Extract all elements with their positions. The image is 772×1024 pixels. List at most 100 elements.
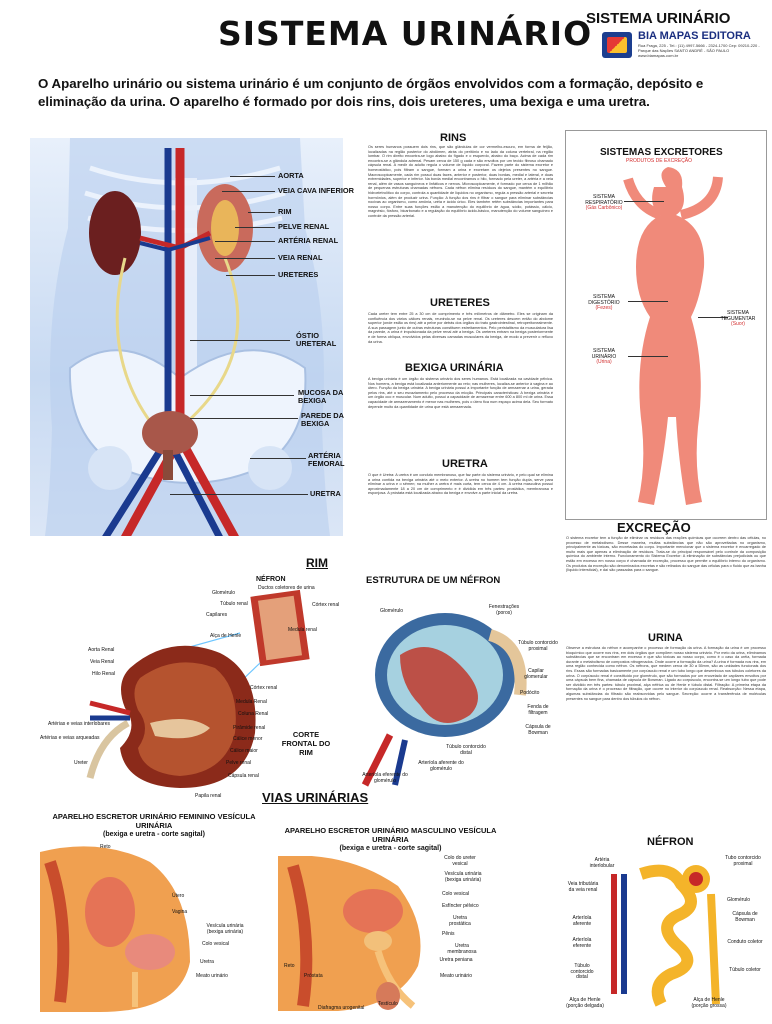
digestorio-name: SISTEMA DIGESTÓRIO <box>588 294 620 306</box>
estrutura-label: Arteríola eferente do glomérulo <box>362 772 408 784</box>
leader-line <box>215 241 275 242</box>
nefron-label: Cápsula de Bowman <box>732 911 758 923</box>
digestorio-prod: (Fezes) <box>595 305 613 311</box>
urina-text: Observe a estrutura do néfron e acompanh… <box>566 646 766 701</box>
estrutura-label: Arteríola aferente do glomérulo <box>418 760 464 772</box>
ureteres-heading: URETERES <box>430 297 490 309</box>
masc-label: Uretra membranosa <box>447 943 477 955</box>
respiratorio-prod: (Gás Carbônico) <box>585 205 623 211</box>
masc-label: Diafragma urogenital <box>318 1005 365 1011</box>
leader-line <box>190 340 290 341</box>
urinario-prod: (Urina) <box>596 359 612 365</box>
kidney-right-label: Cálice menor <box>233 736 263 742</box>
leader-line <box>226 275 275 276</box>
leader-line <box>698 317 728 318</box>
estrutura-label: Cápsula de Bowman <box>525 724 551 736</box>
nefron-top-label: Glomérulo <box>212 590 236 596</box>
uretra-text: O que é Uretra: A uretra é um conduto me… <box>368 473 553 496</box>
nefron-label: Arteríola aferente <box>572 915 592 927</box>
leader-line <box>190 418 298 419</box>
label-ureteres: URETERES <box>278 270 319 279</box>
fem-label: Útero <box>172 893 185 899</box>
fem-label: Colo vesical <box>202 941 229 947</box>
publisher-site: www.biamapas.com.br <box>638 53 679 58</box>
publisher-box: SISTEMA URINÁRIO BIA MAPAS EDITORA Rua F… <box>586 10 766 72</box>
excretores-title: SISTEMAS EXCRETORES <box>600 147 723 158</box>
fem-label: Meato urinário <box>196 973 228 979</box>
excretores-subtitle: PRODUTOS DE EXCREÇÃO <box>626 158 693 164</box>
page-title: SISTEMA URINÁRIO <box>218 14 593 53</box>
leader-line <box>235 227 275 228</box>
masc-label: Pênis <box>442 931 455 937</box>
estrutura-label: Fenestrações (poros) <box>488 604 520 616</box>
masc-subtitle: (bexiga e uretra - corte sagital) <box>339 845 442 852</box>
tegumentar-name: SISTEMA TEGUMENTAR <box>720 310 756 322</box>
anatomy-illustration <box>30 138 343 541</box>
leader-line <box>250 458 306 459</box>
rins-heading: RINS <box>440 132 467 144</box>
excrecao-heading: EXCREÇÃO <box>617 520 691 535</box>
publisher-name: BIA MAPAS EDITORA <box>638 30 751 42</box>
kidney-right-label: Coluna Renal <box>238 711 269 717</box>
respiratorio-label: SISTEMA RESPIRATÓRIO(Gás Carbônico) <box>582 194 626 212</box>
ureteres-text: Cada ureter tem entre 25 a 30 cm de comp… <box>368 312 553 344</box>
masc-label: Colo do ureter vesical <box>444 855 476 867</box>
rim-title: RIM <box>306 556 328 570</box>
kidney-left-label: Artérias e veias arqueadas <box>40 735 100 741</box>
fem-label: Vesícula urinária (bexiga urinária) <box>206 923 244 935</box>
fem-label: Uretra <box>200 959 214 965</box>
kidney-svg <box>86 589 310 788</box>
urinario-label: SISTEMA URINÁRIO(Urina) <box>582 348 626 366</box>
excretores-panel: SISTEMAS EXCRETORES PRODUTOS DE EXCREÇÃO… <box>565 130 767 520</box>
male-pelvis-svg <box>278 856 421 1011</box>
estrutura-label: Podócito <box>520 690 540 696</box>
kidney-right-label: Cálice maior <box>230 748 258 754</box>
nefron-label: NÉFRON <box>256 576 286 583</box>
nephron-svg <box>611 864 720 1007</box>
nefron-top-label: Ductos coletores de urina <box>258 585 315 591</box>
body-svg <box>45 138 330 541</box>
label-parede: PAREDE DA BEXIGA <box>301 411 344 428</box>
estrutura-label: Fenda de filtragem <box>527 704 549 716</box>
kidney-right-label: Medula Renal <box>236 699 267 705</box>
kidney-right-label: Cápsula renal <box>228 773 259 779</box>
corte-frontal-label: CORTE FRONTAL DO RIM <box>281 730 331 757</box>
nefron-title: NÉFRON <box>647 836 694 848</box>
kidney-left-label: Hilo Renal <box>92 671 116 677</box>
digestorio-label: SISTEMA DIGESTÓRIO(Fezes) <box>582 294 626 312</box>
nefron-label: Veia tributária da veia renal <box>567 881 599 893</box>
rins-text: Os seres humanos possuem dois rins, que … <box>368 145 553 218</box>
nefron-label: Túbulo contorcido distal <box>570 963 594 980</box>
masc-label: Meato urinário <box>440 973 472 979</box>
label-arteria-femoral: ARTÉRIA FEMORAL <box>308 451 345 468</box>
respiratorio-name: SISTEMA RESPIRATÓRIO <box>585 194 623 206</box>
masc-label: Próstata <box>304 973 323 979</box>
kidney-right-label: Pirâmide renal <box>233 725 266 731</box>
leader-line <box>190 395 294 396</box>
vias-masculino-panel: APARELHO ESCRETOR URINÁRIO MASCULINO VES… <box>278 826 503 1016</box>
kidney-left-label: Artérias e veias interlobares <box>48 721 110 727</box>
label-pelve: PELVE RENAL <box>278 222 330 231</box>
nefron-label: Alça de Henle (porção delgada) <box>566 997 604 1009</box>
nefron-top-label: Túbulo renal <box>220 601 248 607</box>
masc-title: APARELHO ESCRETOR URINÁRIO MASCULINO VES… <box>284 826 497 844</box>
nefron-label: Glomérulo <box>727 897 751 903</box>
female-silhouette <box>623 167 723 505</box>
kidney-right-label: Pelve renal <box>226 760 252 766</box>
nefron-label: Conduto coletor <box>727 939 763 945</box>
label-ostio: ÓSTIO URETERAL <box>296 331 337 348</box>
label-rim: RIM <box>278 207 292 216</box>
kidney-right-label: Papila renal <box>195 793 222 799</box>
nefron-label: Artéria interlobular <box>589 857 615 869</box>
bexiga-heading: BEXIGA URINÁRIA <box>405 362 504 374</box>
label-veia-renal: VEIA RENAL <box>278 253 323 262</box>
masc-label: Uretra peniana <box>439 957 473 963</box>
intro-text: O Aparelho urinário ou sistema urinário … <box>38 76 704 109</box>
vias-title: VIAS URINÁRIAS <box>262 790 369 805</box>
bexiga-text: A bexiga urinária é um órgão do sistema … <box>368 377 553 409</box>
masc-label: Uretra prostática <box>449 915 471 927</box>
rim-panel: RIM NÉFRON Ductos coletores de urina Glo… <box>30 538 350 800</box>
leader-line <box>170 494 308 495</box>
label-uretra: URETRA <box>310 489 341 498</box>
leader-line <box>215 258 275 259</box>
